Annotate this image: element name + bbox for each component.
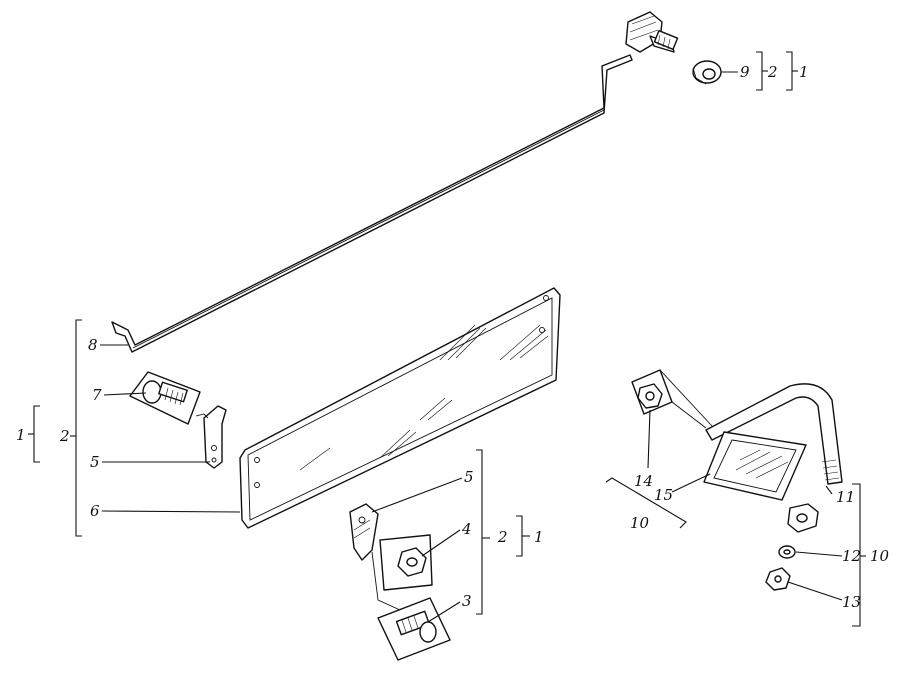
callout-1-left: 1 (16, 426, 26, 444)
callout-10-left: 10 (630, 514, 650, 532)
callout-6: 6 (90, 502, 100, 520)
top-mounting-bracket (625, 11, 679, 53)
callout-13: 13 (842, 593, 861, 611)
callout-7: 7 (92, 386, 102, 404)
callout-8: 8 (88, 336, 98, 354)
washer-12 (778, 545, 796, 559)
callout-1-top: 1 (799, 63, 809, 81)
support-rod (111, 54, 633, 353)
nut-14-frame (631, 369, 713, 429)
callout-10-right: 10 (870, 547, 890, 565)
bolt-3-frame (377, 597, 451, 661)
callout-5-left: 5 (90, 453, 100, 471)
callout-labels: 9 2 1 8 7 1 2 5 6 5 4 2 1 3 14 15 10 11 … (16, 63, 890, 611)
mirror-head (703, 431, 807, 501)
callout-12: 12 (842, 547, 861, 565)
spacer-sleeve (787, 503, 819, 533)
nut-13 (765, 567, 791, 591)
bolt-7-frame (129, 371, 201, 425)
callout-2-top: 2 (767, 63, 778, 81)
left-hinge-bracket (195, 405, 227, 469)
latch-bracket (349, 503, 401, 611)
callout-11: 11 (836, 488, 855, 506)
glass-panel (239, 287, 561, 529)
callout-4: 4 (461, 520, 472, 538)
nut-4-frame (379, 534, 433, 591)
callout-9: 9 (740, 63, 750, 81)
leader-lines (28, 51, 866, 627)
callout-14: 14 (634, 472, 653, 490)
callout-15: 15 (654, 486, 673, 504)
callout-3: 3 (462, 592, 472, 610)
callout-5-right: 5 (464, 468, 474, 486)
callout-2-mid: 2 (497, 528, 508, 546)
callout-2-left: 2 (59, 427, 70, 445)
mirror-arm (705, 383, 843, 485)
callout-1-mid: 1 (534, 528, 544, 546)
nut-9 (692, 60, 738, 85)
